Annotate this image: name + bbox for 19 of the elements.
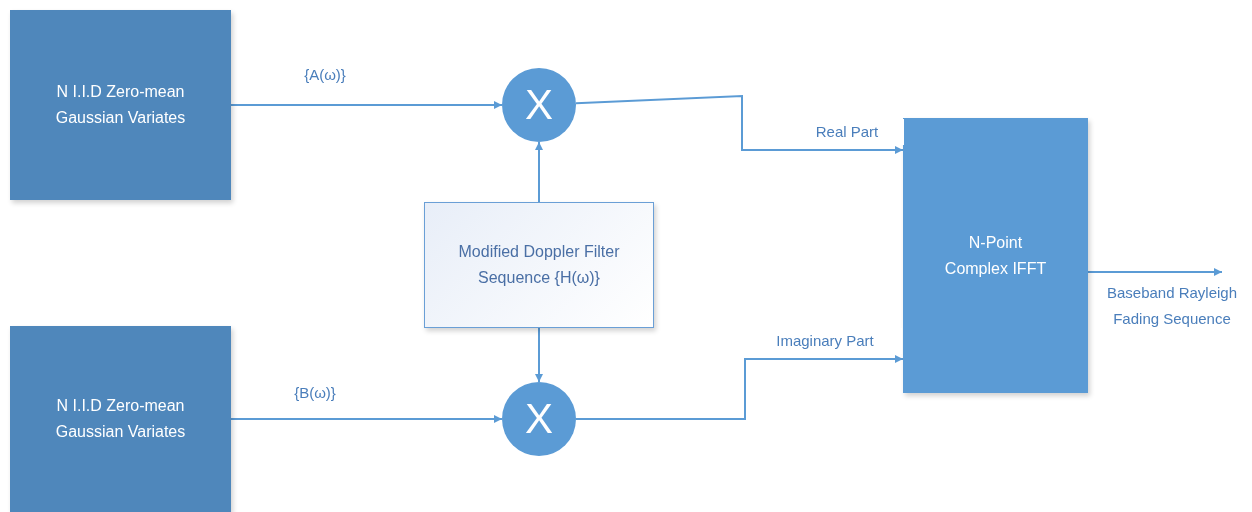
box-label: N I.I.D Zero-mean Gaussian Variates (54, 82, 187, 128)
arrow (574, 94, 904, 155)
multiply-sign: X (525, 83, 553, 127)
multiplier-circle (502, 68, 576, 142)
filter-box (424, 202, 654, 328)
process-box (10, 10, 231, 200)
process-box (10, 326, 231, 512)
process-box (903, 118, 1088, 393)
arrow (230, 414, 503, 424)
box-label: N-Point Complex IFFT (943, 232, 1048, 279)
arrow (534, 327, 544, 383)
arrow (575, 354, 904, 420)
multiplier-circle (502, 382, 576, 456)
arrow (230, 100, 503, 110)
multiply-sign: X (525, 397, 553, 441)
box-label: N I.I.D Zero-mean Gaussian Variates (54, 396, 187, 442)
arrow (534, 141, 544, 203)
box-label: Modified Doppler Filter Sequence {H(ω)} (457, 242, 621, 288)
arrow (1087, 267, 1223, 277)
